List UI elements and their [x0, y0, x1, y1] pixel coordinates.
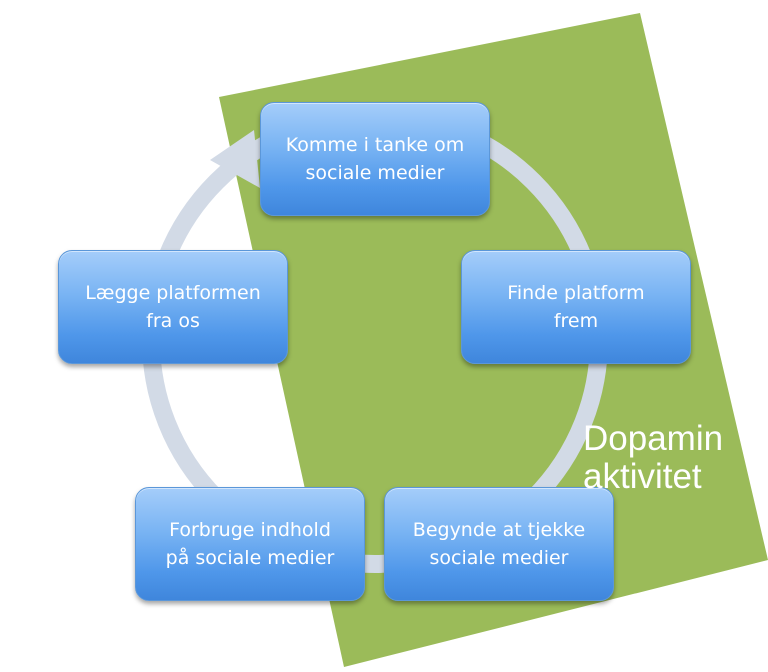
cycle-arrowhead [210, 130, 260, 188]
node-forbruge-indhold: Forbruge indhold på sociale medier [135, 487, 365, 601]
node-laegge-platformen-label: Lægge platformen fra os [85, 282, 261, 332]
dopamine-activity-label: Dopamin aktivitet [583, 420, 724, 496]
node-forbruge-indhold-label: Forbruge indhold på sociale medier [165, 519, 335, 569]
node-laegge-platformen: Lægge platformen fra os [58, 250, 288, 364]
node-finde-platform: Finde platform frem [461, 250, 691, 364]
node-komme-i-tanke-label: Komme i tanke om sociale medier [285, 134, 465, 184]
node-begynde-at-tjekke-label: Begynde at tjekke sociale medier [412, 519, 586, 569]
node-begynde-at-tjekke: Begynde at tjekke sociale medier [384, 487, 614, 601]
node-finde-platform-label: Finde platform frem [507, 282, 645, 332]
node-komme-i-tanke: Komme i tanke om sociale medier [260, 102, 490, 216]
